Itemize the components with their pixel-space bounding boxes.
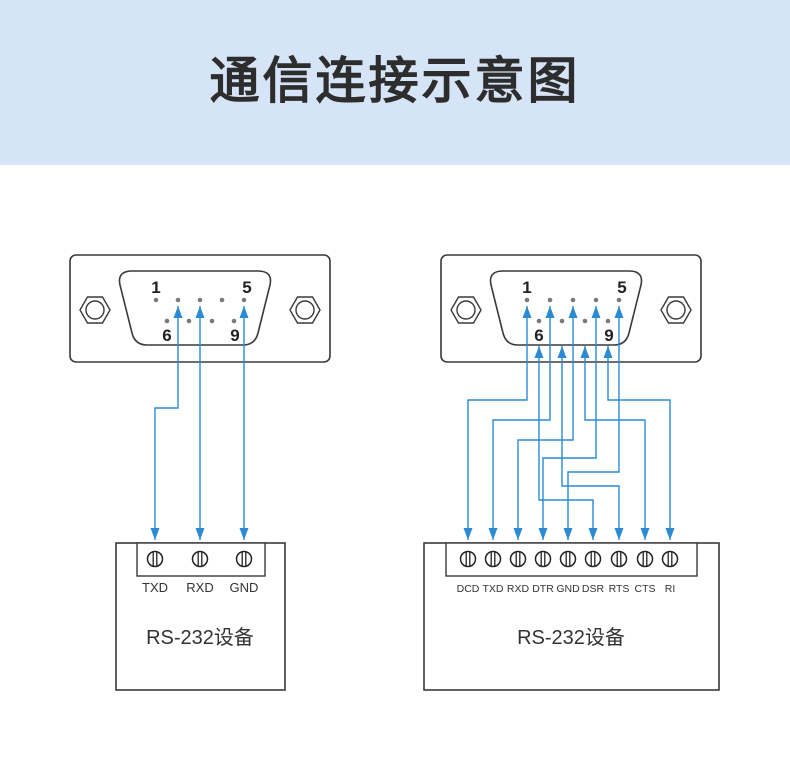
pin-3: [570, 297, 576, 303]
pin-label-bottom-right: 9: [604, 326, 613, 345]
pin-5: [241, 297, 247, 303]
pin-label-bottom-left: 6: [162, 326, 171, 345]
wire-txd-to-pin-2: [150, 306, 183, 540]
terminal-screw-icon: [191, 550, 209, 568]
terminal-screw-icon: [534, 550, 552, 568]
mounting-screw-icon: [289, 296, 321, 324]
terminal-label: DTR: [532, 583, 554, 595]
title-banner: [0, 0, 790, 165]
pin-2: [547, 297, 553, 303]
pin-4: [219, 297, 225, 303]
terminal-screw-icon: [559, 550, 577, 568]
pin-label-top-left: 1: [522, 278, 531, 297]
terminal-label: CTS: [635, 583, 656, 595]
terminal-label: TXD: [483, 583, 504, 595]
terminal-label: RI: [665, 583, 676, 595]
terminal-screw-icon: [459, 550, 477, 568]
wires: [150, 306, 249, 540]
terminal-screw-icon: [509, 550, 527, 568]
terminal-label: GND: [230, 580, 259, 595]
pin-1: [524, 297, 530, 303]
pin-label-bottom-right: 9: [230, 326, 239, 345]
pin-2: [175, 297, 181, 303]
pin-label-bottom-left: 6: [534, 326, 543, 345]
mounting-screw-icon: [79, 296, 111, 324]
terminal-screw-icon: [235, 550, 253, 568]
pin-5: [616, 297, 622, 303]
terminal-screw-icon: [661, 550, 679, 568]
wire-cts-to-pin-8: [580, 346, 650, 540]
terminal-screw-icon: [636, 550, 654, 568]
pin-8: [582, 318, 588, 324]
pin-9: [605, 318, 611, 324]
pin-3: [197, 297, 203, 303]
pin-label-top-right: 5: [242, 278, 251, 297]
terminal-screw-icon: [484, 550, 502, 568]
terminal-label: DCD: [457, 583, 480, 595]
pin-7: [559, 318, 565, 324]
terminal-label: RXD: [507, 583, 530, 595]
wires: [463, 306, 675, 540]
pin-6: [536, 318, 542, 324]
wire-rts-to-pin-7: [557, 346, 624, 540]
terminal-label: RTS: [609, 583, 630, 595]
terminal-label: RXD: [186, 580, 213, 595]
pin-9: [231, 318, 237, 324]
terminal-screw-icon: [610, 550, 628, 568]
terminal-screw-icon: [584, 550, 602, 568]
terminal-label: TXD: [142, 580, 168, 595]
pin-label-top-left: 1: [151, 278, 160, 297]
terminal-screw-icon: [146, 550, 164, 568]
device-label: RS-232设备: [146, 626, 254, 649]
pin-6: [164, 318, 170, 324]
device-label: RS-232设备: [517, 626, 625, 649]
pin-1: [153, 297, 159, 303]
rs232-device: TXD RXD GND RS-232设备: [115, 542, 286, 691]
wire-ri-to-pin-9: [603, 346, 675, 540]
page-title: 通信连接示意图: [209, 52, 581, 110]
mounting-screw-icon: [450, 296, 482, 324]
mounting-screw-icon: [660, 296, 692, 324]
pin-4: [593, 297, 599, 303]
terminal-label: GND: [556, 583, 580, 595]
pin-8: [209, 318, 215, 324]
terminal-label: DSR: [582, 583, 605, 595]
pin-label-top-right: 5: [617, 278, 626, 297]
pin-7: [186, 318, 192, 324]
